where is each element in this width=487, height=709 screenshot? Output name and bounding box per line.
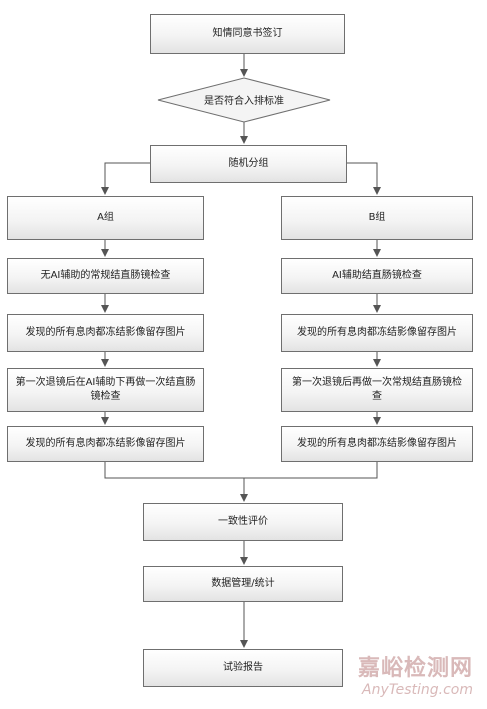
group-b-step1-box: AI辅助结直肠镜检查 [281,258,473,294]
group-b-title-box: B组 [281,196,473,240]
group-b-step1-label: AI辅助结直肠镜检查 [332,270,422,281]
group-a-title: A组 [97,212,114,223]
group-a-step2-label: 发现的所有息肉都冻结影像留存图片 [25,327,186,338]
group-b-step3-box: 第一次退镜后再做一次常规结直肠镜检查 [281,368,473,412]
group-a-step3-box: 第一次退镜后在AI辅助下再做一次结直肠镜检查 [7,368,204,412]
criteria-decision: 是否符合入排标准 [168,86,320,112]
group-b-title: B组 [368,212,386,223]
consent-label: 知情同意书签订 [212,28,283,39]
report-label: 试验报告 [223,662,263,673]
randomize-label: 随机分组 [228,158,269,169]
group-a-step1-label: 无AI辅助的常规结直肠镜检查 [40,270,171,281]
group-b-step2-box: 发现的所有息肉都冻结影像留存图片 [281,314,473,352]
data-management-box: 数据管理/统计 [143,566,343,602]
watermark-en: AnyTesting.com [362,682,473,698]
consistency-box: 一致性评价 [143,503,343,541]
group-a-title-box: A组 [7,196,204,240]
group-b-step4-box: 发现的所有息肉都冻结影像留存图片 [281,426,473,462]
group-a-step4-label: 发现的所有息肉都冻结影像留存图片 [25,438,186,449]
criteria-label: 是否符合入排标准 [204,95,284,107]
criteria-diamond [157,77,331,123]
watermark: 嘉峪检测网 AnyTesting.com [358,656,473,698]
group-a-step4-box: 发现的所有息肉都冻结影像留存图片 [7,426,204,462]
report-box: 试验报告 [143,649,343,687]
arrow-randomize-to-group-b [347,162,381,195]
group-a-step3-label: 第一次退镜后在AI辅助下再做一次结直肠镜检查 [15,377,196,402]
consistency-label: 一致性评价 [218,516,268,527]
arrow-randomize-to-group-a [101,162,150,195]
data-management-label: 数据管理/统计 [211,578,275,589]
consent-box: 知情同意书签订 [150,14,345,54]
group-b-step3-label: 第一次退镜后再做一次常规结直肠镜检查 [292,377,462,402]
watermark-cn: 嘉峪检测网 [357,656,473,681]
merge-line [104,462,378,479]
group-b-step4-label: 发现的所有息肉都冻结影像留存图片 [297,438,457,449]
randomize-box: 随机分组 [150,145,347,183]
group-a-step1-box: 无AI辅助的常规结直肠镜检查 [7,258,204,294]
group-b-step2-label: 发现的所有息肉都冻结影像留存图片 [297,327,457,338]
group-a-step2-box: 发现的所有息肉都冻结影像留存图片 [7,314,204,352]
